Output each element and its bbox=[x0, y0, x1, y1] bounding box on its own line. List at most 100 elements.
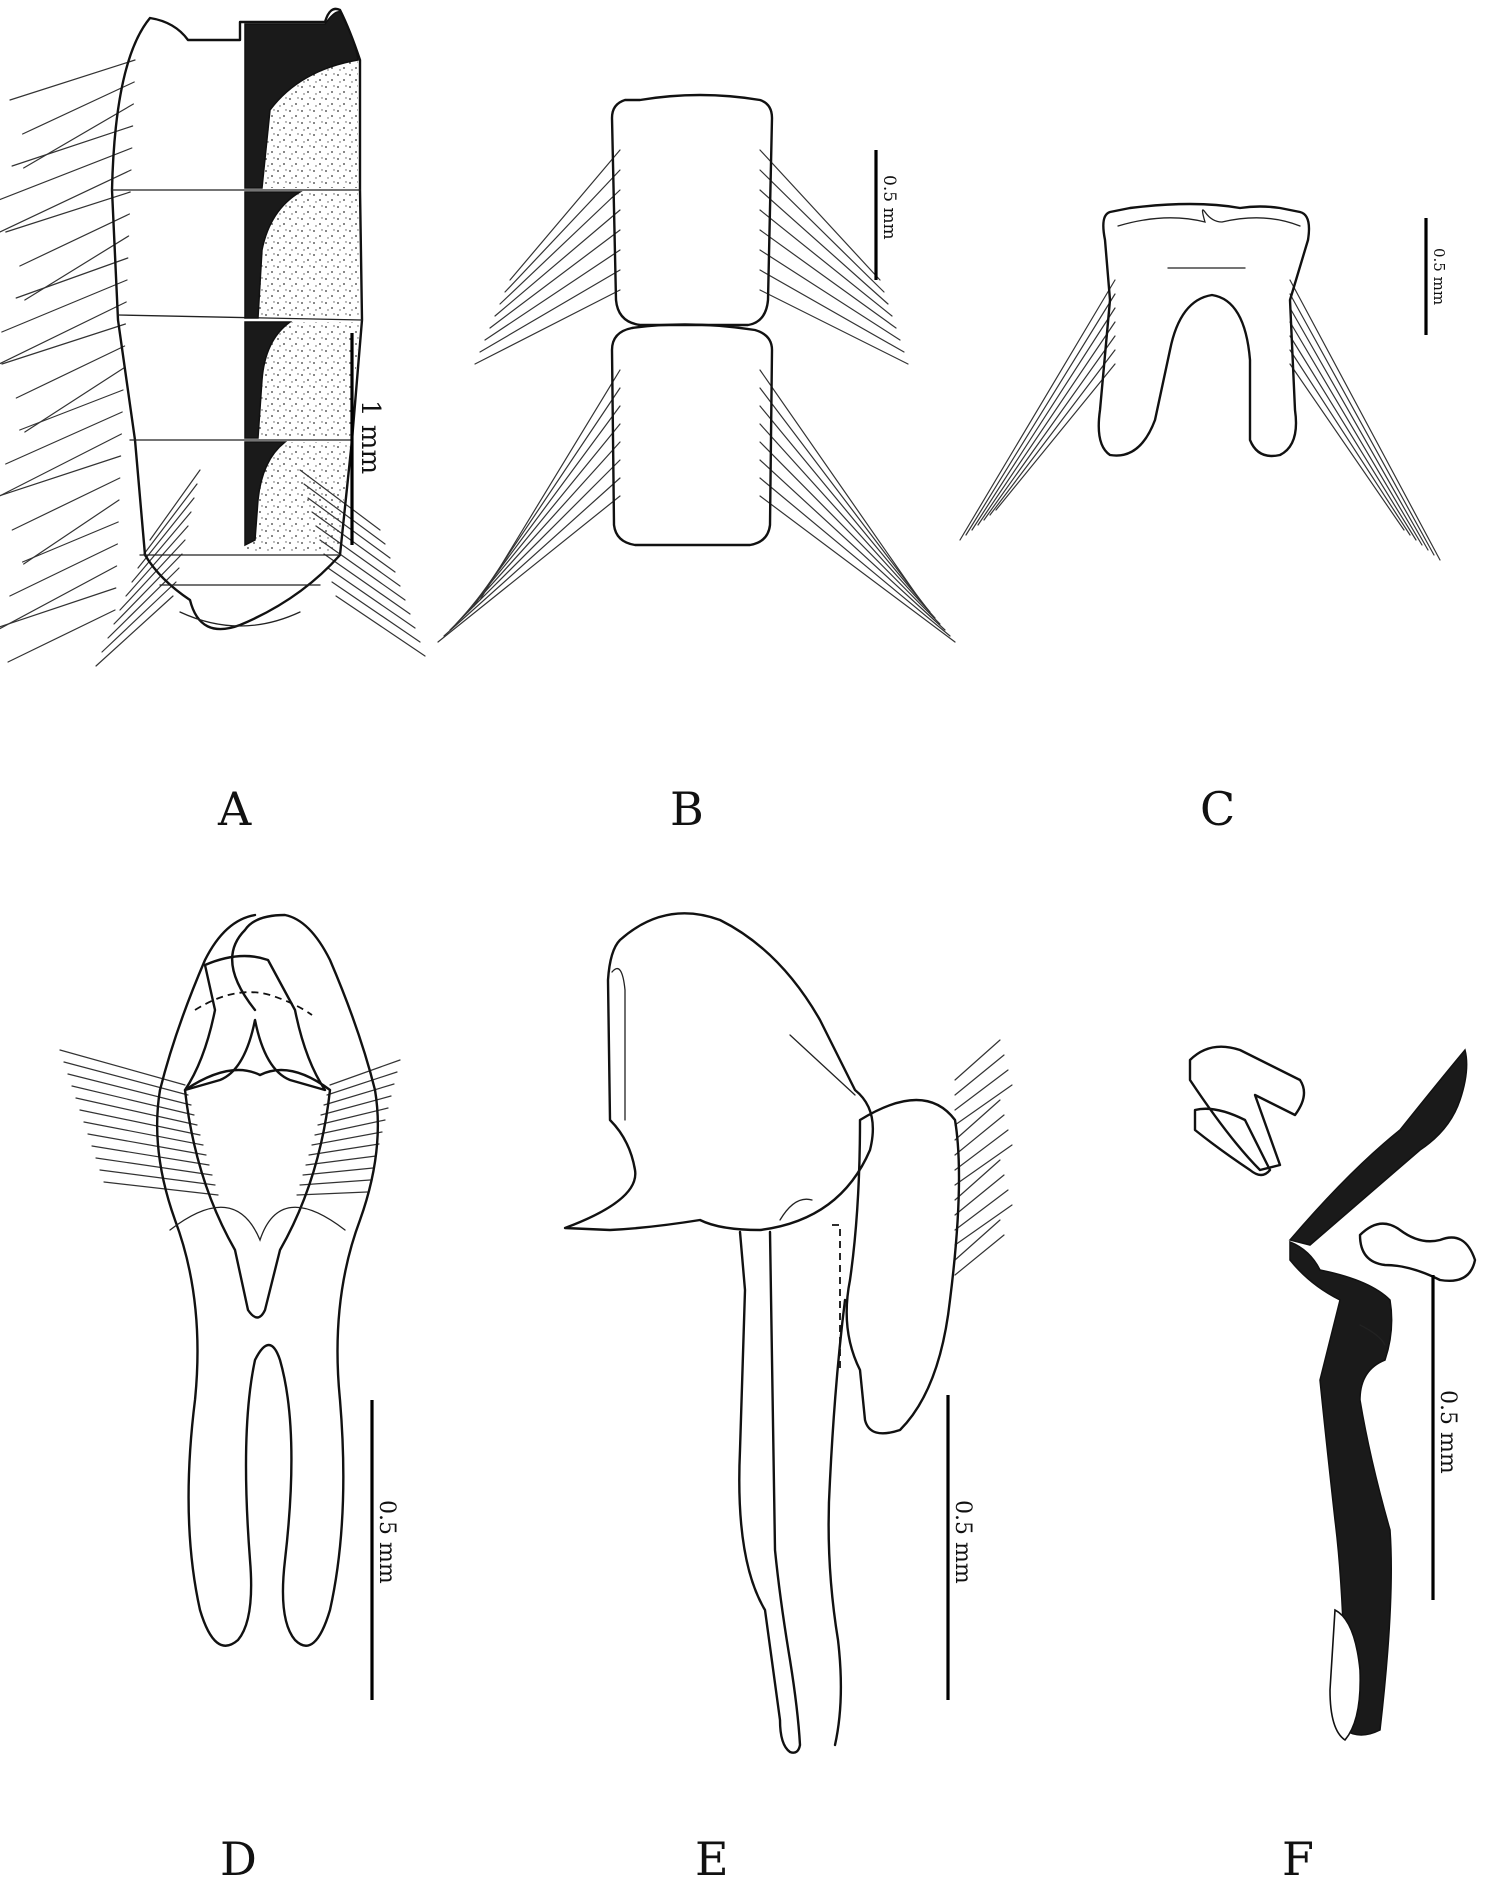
panel-c-label: C bbox=[1200, 782, 1235, 836]
seta-hair bbox=[23, 499, 120, 565]
seta-hair bbox=[965, 293, 1116, 536]
panel-e-genitalia-lateral: 0.5 mm E bbox=[563, 912, 1013, 1885]
seta-hair bbox=[15, 345, 126, 399]
seta-hair bbox=[0, 587, 117, 628]
seta-hair bbox=[509, 149, 621, 281]
seta-hair bbox=[449, 459, 621, 631]
seta-hair bbox=[326, 1071, 398, 1096]
seta-hair bbox=[971, 307, 1116, 531]
seta-hair bbox=[107, 567, 180, 639]
seta-hair bbox=[125, 525, 189, 597]
seta-hair bbox=[87, 1133, 207, 1156]
seta-hair bbox=[499, 189, 621, 305]
seta-hair bbox=[327, 567, 416, 629]
seta-hair bbox=[759, 269, 905, 353]
seta-hair bbox=[1289, 335, 1417, 541]
panel-f-scale-label: 0.5 mm bbox=[1435, 1390, 1460, 1474]
seta-hair bbox=[24, 235, 130, 301]
seta-hair bbox=[759, 229, 897, 329]
seta-hair bbox=[443, 477, 621, 637]
panel-b-sternites: 0.5 mm B bbox=[437, 93, 956, 836]
panel-d-genitalia: 0.5 mm D bbox=[59, 913, 401, 1885]
seta-hair bbox=[320, 1095, 392, 1116]
seta-hair bbox=[71, 1085, 195, 1116]
seta-hair bbox=[113, 553, 183, 625]
seta-hair bbox=[83, 1121, 204, 1146]
seta-hair bbox=[455, 441, 621, 625]
seta-hair bbox=[21, 521, 119, 563]
seta-hair bbox=[467, 405, 621, 613]
seta-hair bbox=[5, 191, 131, 233]
seta-hair bbox=[308, 1143, 380, 1156]
panel-a-setae bbox=[0, 59, 426, 667]
seta-hair bbox=[954, 1219, 1001, 1261]
seta-hair bbox=[19, 389, 124, 431]
seta-hair bbox=[759, 149, 881, 281]
seta-hair bbox=[504, 169, 621, 293]
panel-f-aedeagus: 0.5 mm F bbox=[1188, 1045, 1477, 1885]
seta-hair bbox=[983, 335, 1116, 521]
panel-c-setae bbox=[959, 279, 1441, 561]
panel-e-setae bbox=[954, 1039, 1013, 1276]
panel-f-label: F bbox=[1282, 1832, 1314, 1885]
seta-hair bbox=[0, 147, 133, 201]
seta-hair bbox=[1289, 307, 1429, 551]
seta-hair bbox=[1, 279, 128, 333]
seta-hair bbox=[0, 169, 132, 233]
seta-hair bbox=[305, 1155, 377, 1166]
seta-hair bbox=[759, 495, 956, 643]
seta-hair bbox=[15, 257, 129, 299]
seta-hair bbox=[75, 1097, 198, 1126]
seta-hair bbox=[461, 423, 621, 619]
seta-hair bbox=[759, 441, 941, 625]
seta-hair bbox=[9, 543, 118, 597]
seta-hair bbox=[101, 581, 177, 653]
seta-hair bbox=[954, 1084, 1013, 1126]
panel-b-label: B bbox=[670, 782, 704, 836]
seta-hair bbox=[302, 1167, 374, 1176]
seta-hair bbox=[759, 209, 893, 317]
seta-hair bbox=[959, 279, 1116, 541]
seta-hair bbox=[9, 59, 136, 101]
seta-hair bbox=[484, 249, 621, 341]
seta-hair bbox=[954, 1144, 1013, 1186]
seta-hair bbox=[0, 455, 122, 497]
seta-hair bbox=[79, 1109, 201, 1136]
panel-a-scale-label: 1 mm bbox=[355, 400, 385, 474]
seta-hair bbox=[995, 363, 1116, 511]
seta-hair bbox=[11, 477, 121, 531]
seta-hair bbox=[759, 387, 926, 607]
seta-hair bbox=[59, 1049, 186, 1086]
seta-hair bbox=[759, 289, 909, 365]
seta-hair bbox=[479, 269, 621, 353]
seta-hair bbox=[103, 1181, 219, 1196]
panel-a-abdomen: 1 mm A bbox=[0, 7, 426, 836]
seta-hair bbox=[149, 469, 201, 541]
panel-d-scale-label: 0.5 mm bbox=[374, 1500, 399, 1584]
seta-hair bbox=[95, 1157, 213, 1176]
panel-e-scale-label: 0.5 mm bbox=[950, 1500, 975, 1584]
seta-hair bbox=[759, 169, 885, 293]
seta-hair bbox=[131, 511, 192, 583]
seta-hair bbox=[0, 301, 127, 365]
seta-hair bbox=[91, 1145, 210, 1166]
seta-hair bbox=[759, 405, 931, 613]
seta-hair bbox=[759, 477, 951, 637]
seta-hair bbox=[7, 609, 116, 663]
seta-hair bbox=[437, 495, 621, 643]
seta-hair bbox=[95, 595, 174, 667]
seta-hair bbox=[296, 1191, 368, 1196]
seta-hair bbox=[759, 459, 946, 631]
seta-hair bbox=[1289, 293, 1435, 556]
seta-hair bbox=[63, 1061, 189, 1096]
seta-hair bbox=[299, 1179, 371, 1186]
seta-hair bbox=[143, 483, 198, 555]
seta-hair bbox=[954, 1039, 1001, 1081]
panel-b-setae bbox=[437, 149, 956, 643]
seta-hair bbox=[1289, 321, 1423, 546]
seta-hair bbox=[329, 1059, 401, 1086]
seta-hair bbox=[0, 433, 122, 497]
seta-hair bbox=[954, 1099, 1001, 1141]
seta-hair bbox=[1, 323, 126, 365]
